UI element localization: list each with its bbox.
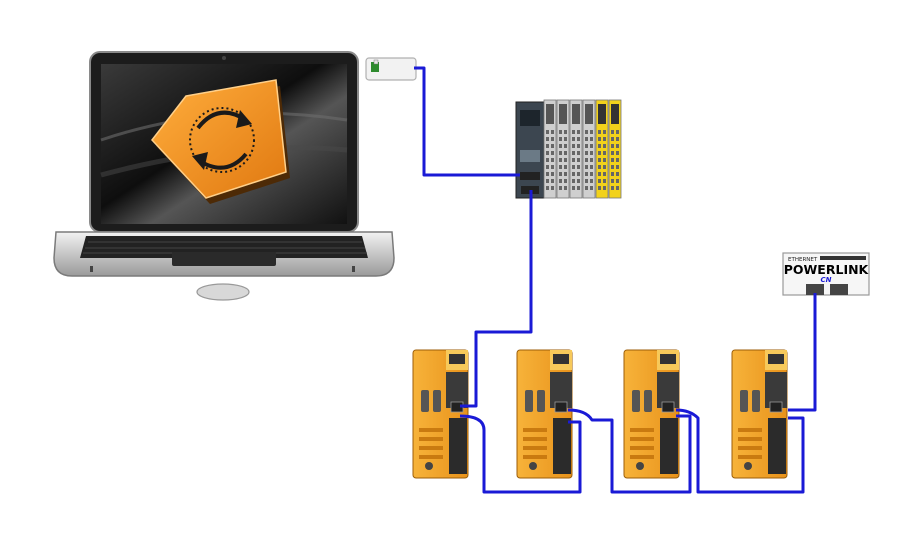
io-module-slice (556, 99, 570, 199)
touchpad (172, 252, 276, 266)
cable-drive-3-to-drive-4 (675, 408, 805, 494)
cable-usb-to-controller (414, 66, 520, 177)
servo-drive (623, 349, 680, 479)
powerlink-sub: CN (821, 276, 832, 284)
io-module-slice (543, 99, 557, 199)
io-module-slice (569, 99, 583, 199)
usb-stick-icon (365, 57, 417, 81)
powerlink-name: POWERLINK (784, 262, 870, 277)
powerlink-cn-box: ETHERNET POWERLINK CN (782, 252, 870, 296)
cable-drive-1-to-drive-2 (459, 414, 582, 494)
io-module-slice (595, 99, 609, 199)
servo-drive (412, 349, 469, 479)
io-module-slice (608, 99, 622, 199)
laptop (53, 51, 395, 277)
cable-controller-to-drive-1 (460, 190, 533, 408)
powerlink-top-label: ETHERNET (788, 257, 818, 263)
servo-drive (516, 349, 573, 479)
servo-drive (731, 349, 788, 479)
ethernet-cables (414, 66, 817, 494)
cycle-arrows-icon (151, 79, 290, 204)
laptop-stand-button (196, 283, 250, 301)
io-module-slice (582, 99, 596, 199)
io-modules (543, 99, 622, 199)
cable-drive-4-to-powerlink (788, 293, 817, 412)
cable-drive-2-to-drive-3 (567, 408, 692, 494)
plc-controller (515, 101, 545, 199)
